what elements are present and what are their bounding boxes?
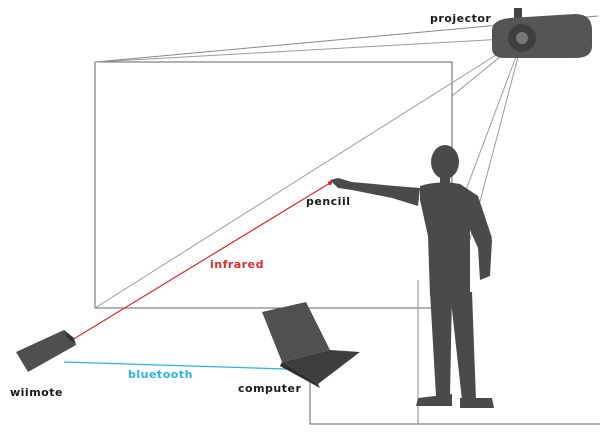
projector-label: projector (430, 12, 492, 25)
infrared-label: infrared (210, 258, 264, 271)
pencil-label: penciil (306, 195, 351, 208)
wiimote-label: wiimote (10, 386, 63, 399)
room-floor-outline (309, 382, 600, 425)
projection-screen (94, 61, 453, 309)
wiimote-icon (16, 330, 76, 372)
bluetooth-link (63, 361, 319, 371)
infrared-beam (71, 182, 331, 341)
person-silhouette-icon (330, 145, 494, 408)
computer-icon (262, 302, 360, 388)
bluetooth-label: bluetooth (128, 368, 193, 381)
projector-icon (492, 8, 592, 58)
projector-beams (94, 37, 524, 309)
pen-tip-icon (328, 181, 332, 185)
computer-label: computer (238, 382, 302, 395)
